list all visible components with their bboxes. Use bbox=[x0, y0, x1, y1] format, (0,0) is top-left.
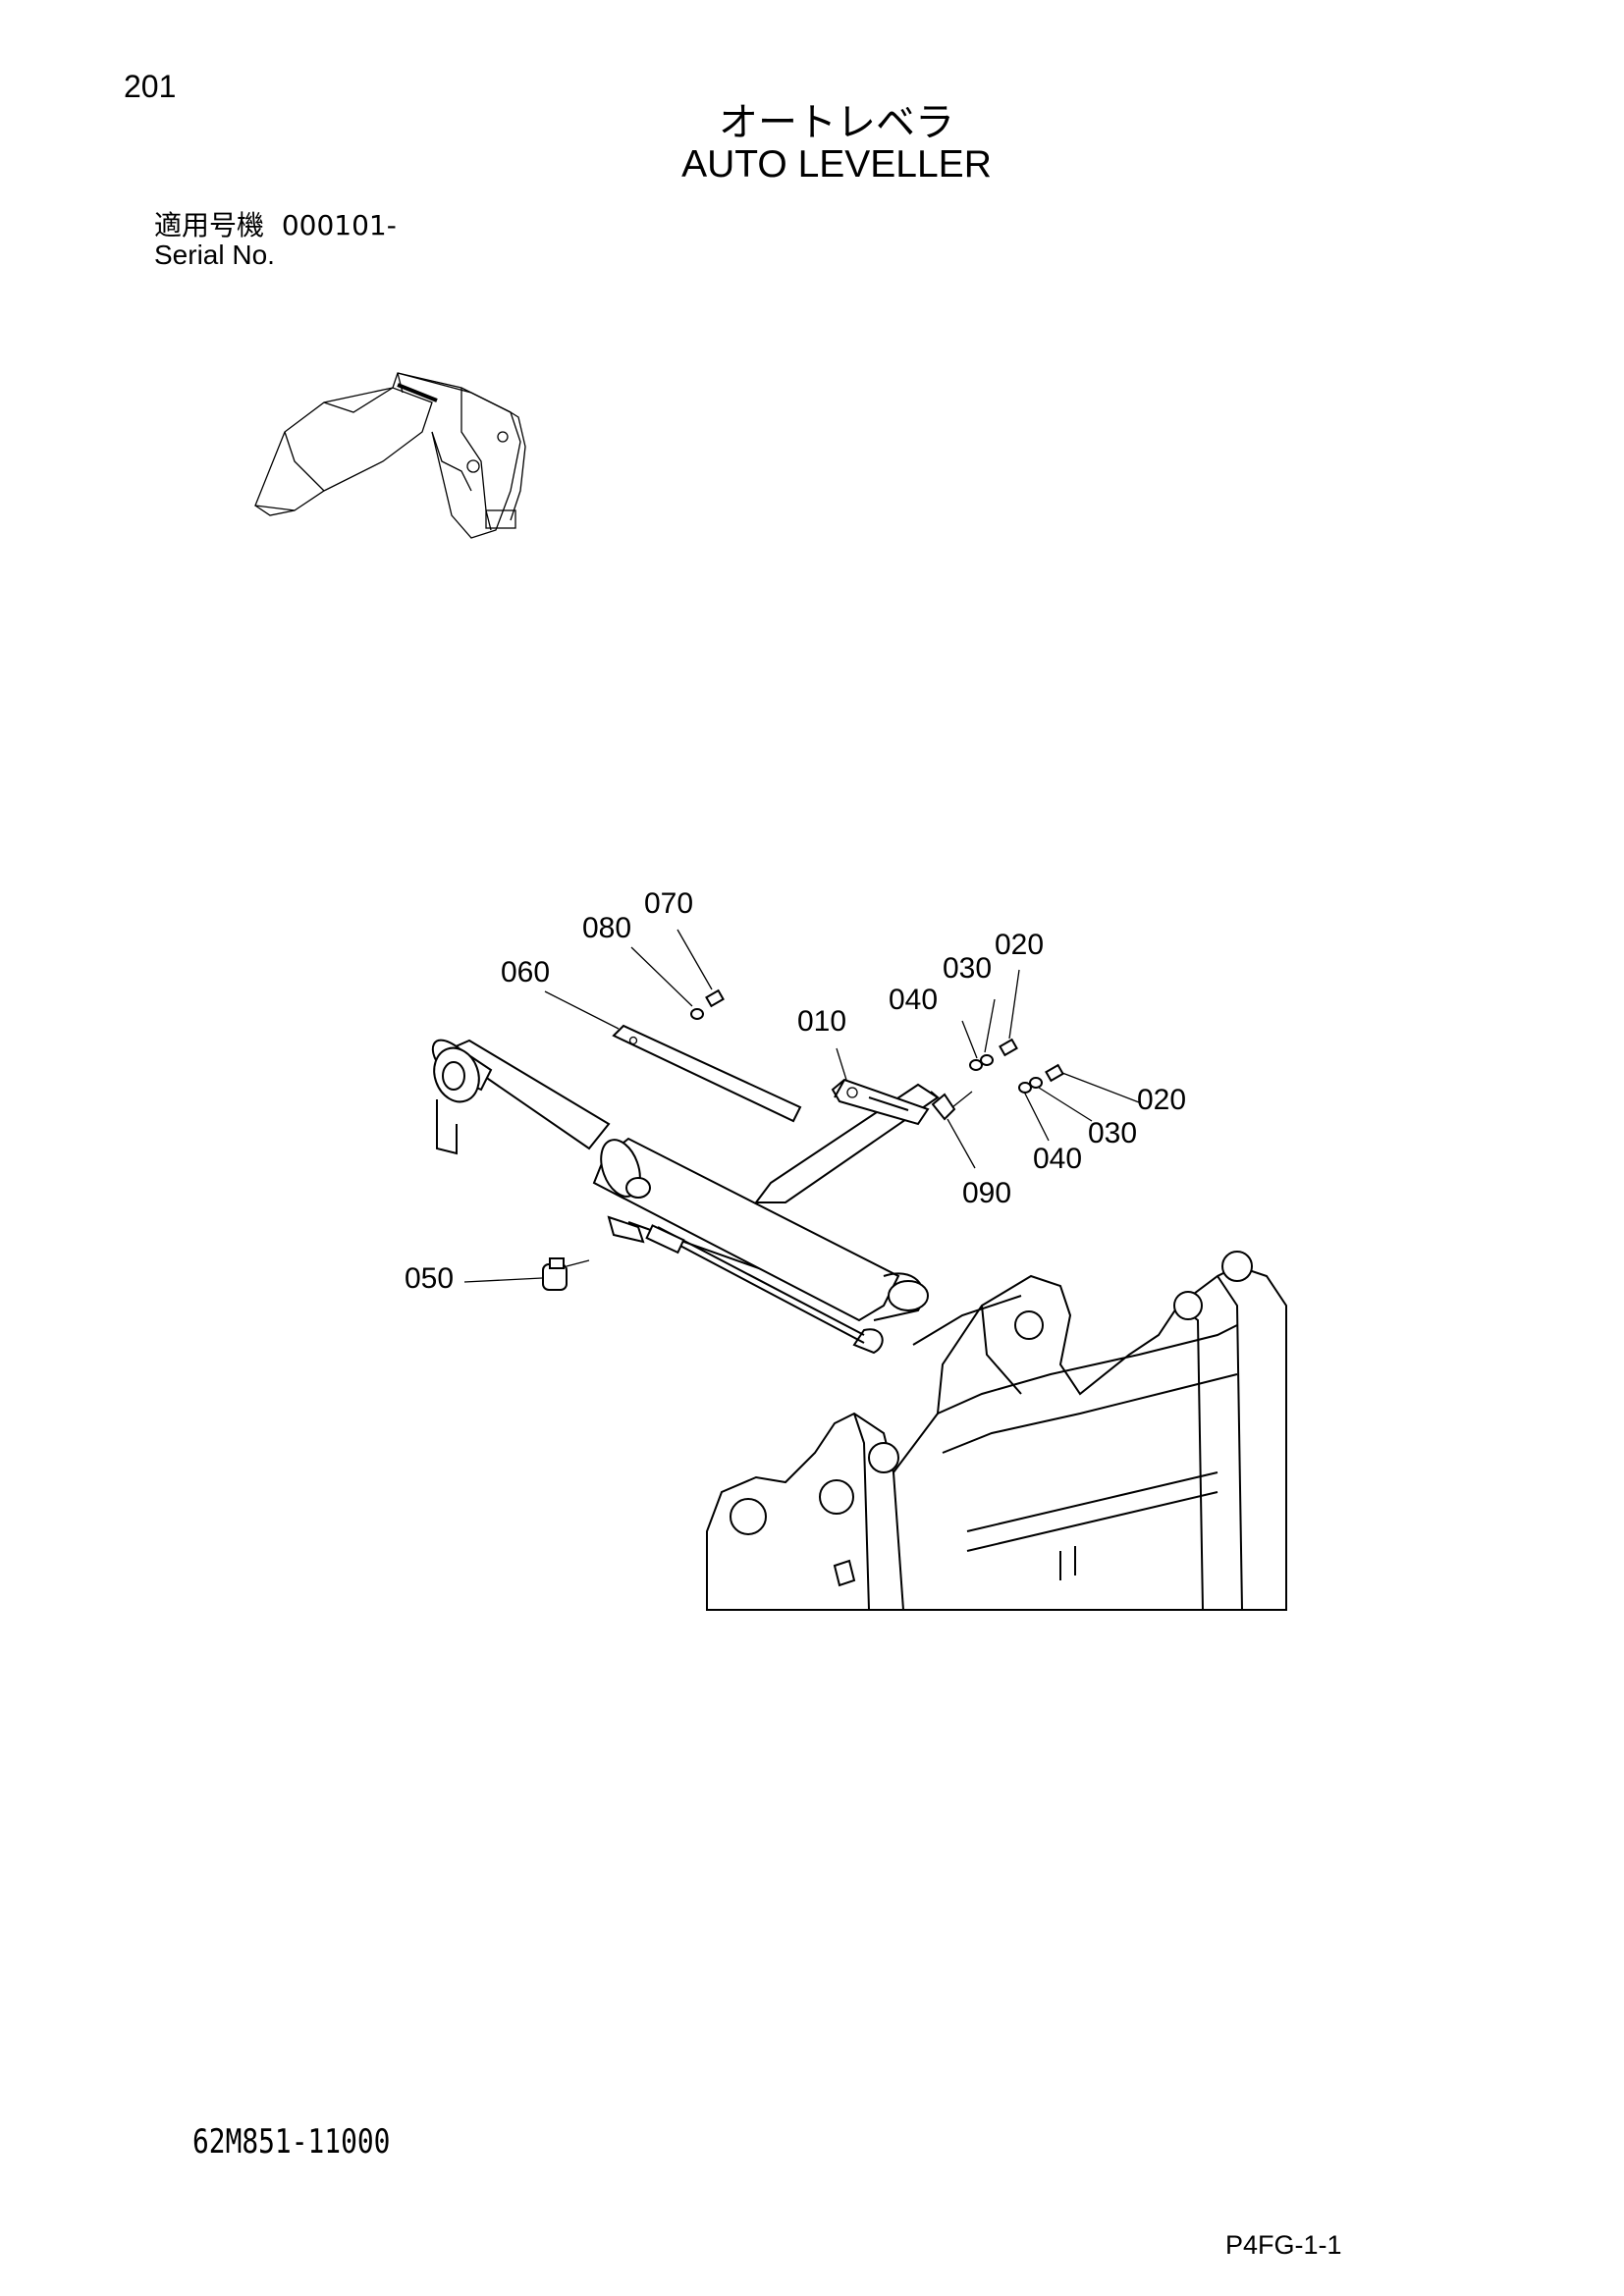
callout-label: 050 bbox=[405, 1262, 454, 1295]
callout-label: 070 bbox=[644, 887, 693, 920]
sheet-code: P4FG-1-1 bbox=[1225, 2230, 1342, 2260]
part-050-fitting bbox=[542, 1257, 590, 1291]
callout-label: 030 bbox=[1088, 1117, 1137, 1149]
location-thumbnail bbox=[254, 372, 526, 539]
exploded-view-assembly: 070 080 060 010 040 030 020 020 030 040 … bbox=[405, 887, 1287, 1611]
page-title-japanese: オートレベラ bbox=[719, 100, 954, 145]
part-060-plate bbox=[612, 1024, 802, 1123]
callout-label: 020 bbox=[1137, 1084, 1186, 1116]
loader-frame bbox=[706, 1251, 1287, 1611]
page-title-english: AUTO LEVELLER bbox=[681, 143, 992, 186]
serial-number-value: 000101- bbox=[281, 209, 397, 241]
callout-label: 020 bbox=[995, 929, 1044, 961]
callout-label: 030 bbox=[943, 952, 992, 985]
serial-label-english: Serial No. bbox=[154, 240, 275, 270]
callout-labels: 070 080 060 010 040 030 020 020 030 040 … bbox=[405, 887, 1186, 1295]
callout-label: 040 bbox=[889, 984, 938, 1016]
callout-label: 090 bbox=[962, 1177, 1011, 1209]
part-010-bracket bbox=[831, 1078, 930, 1126]
serial-label-japanese: 適用号機 000101- bbox=[154, 204, 397, 243]
callout-label: 080 bbox=[582, 912, 631, 944]
leader-lines bbox=[463, 929, 1140, 1283]
fasteners bbox=[690, 988, 1064, 1094]
drawing-number: 62M851-11000 bbox=[192, 2122, 391, 2162]
callout-label: 060 bbox=[501, 956, 550, 988]
serial-label-ja-text: 適用号機 bbox=[154, 209, 265, 241]
part-090-clip bbox=[930, 1091, 956, 1121]
page-number: 201 bbox=[124, 69, 177, 104]
leveller-cylinder bbox=[431, 1039, 929, 1355]
callout-label: 040 bbox=[1033, 1143, 1082, 1175]
callout-label: 010 bbox=[797, 1005, 846, 1038]
